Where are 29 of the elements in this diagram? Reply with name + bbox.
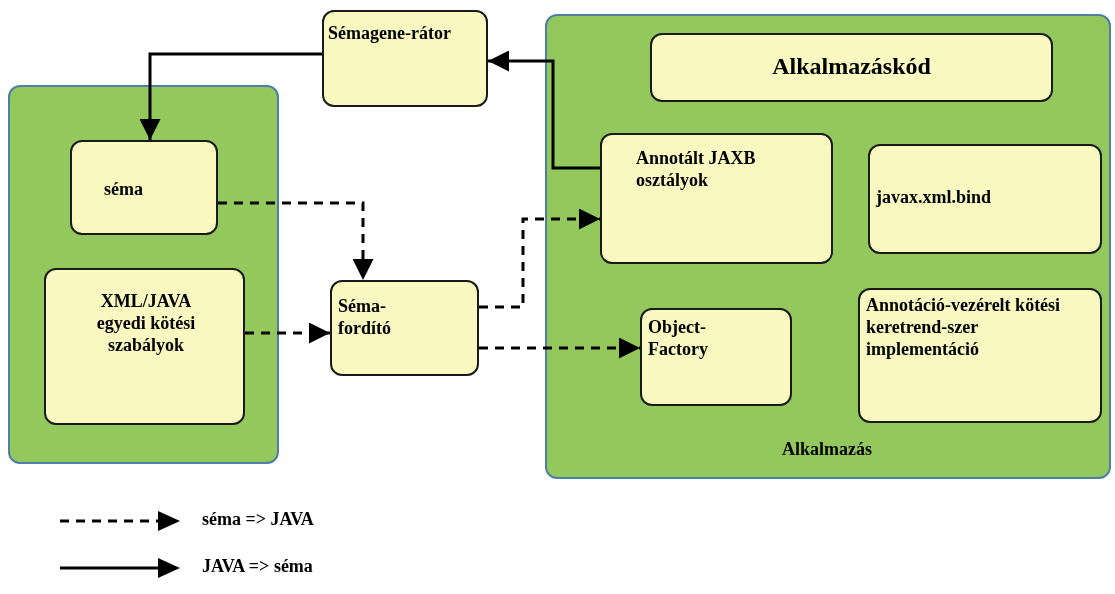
process-box — [70, 140, 218, 235]
arrow — [218, 201, 374, 280]
node-label: Sémagene-rátor — [328, 22, 452, 44]
legend-label: séma => JAVA — [202, 509, 314, 530]
node-label: javax.xml.bind — [876, 186, 993, 208]
process-box — [600, 133, 833, 264]
legend-label: JAVA => séma — [202, 556, 313, 577]
process-box — [650, 33, 1053, 102]
node-label: Séma-fordító — [338, 295, 392, 339]
arrow — [479, 337, 640, 359]
group-label: Alkalmazás — [781, 438, 873, 460]
process-box — [868, 144, 1102, 254]
container-box — [545, 14, 1111, 479]
process-box — [858, 288, 1102, 423]
node-label: XML/JAVA egyedi kötési szabályok — [95, 290, 197, 356]
node-label: Alkalmazáskód — [771, 55, 932, 77]
node-label: séma — [104, 178, 144, 200]
node-label: Object-Factory — [648, 316, 709, 360]
arrow — [488, 50, 600, 170]
arrow — [245, 322, 330, 344]
process-box — [44, 268, 245, 425]
arrow — [479, 208, 600, 309]
arrow — [139, 52, 322, 140]
process-box — [330, 280, 479, 376]
node-label: Annotáció-vezérelt kötési keretrend-szer implementáció — [866, 294, 1062, 360]
node-label: Annotált JAXB osztályok — [636, 147, 757, 191]
process-box — [322, 10, 488, 107]
container-box — [8, 85, 279, 464]
process-box — [640, 308, 792, 406]
